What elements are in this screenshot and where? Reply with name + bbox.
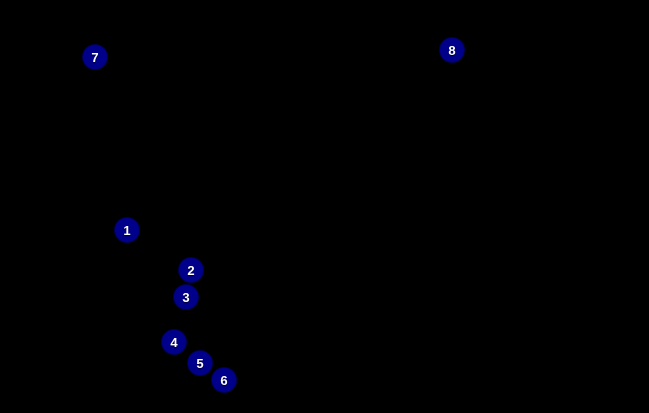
- numbered-marker-6[interactable]: 6: [211, 367, 237, 393]
- numbered-marker-4[interactable]: 4: [161, 329, 187, 355]
- numbered-marker-7[interactable]: 7: [82, 44, 108, 70]
- numbered-marker-8[interactable]: 8: [439, 37, 465, 63]
- numbered-marker-3[interactable]: 3: [173, 284, 199, 310]
- numbered-marker-1[interactable]: 1: [114, 217, 140, 243]
- numbered-marker-5[interactable]: 5: [187, 350, 213, 376]
- numbered-marker-2[interactable]: 2: [178, 257, 204, 283]
